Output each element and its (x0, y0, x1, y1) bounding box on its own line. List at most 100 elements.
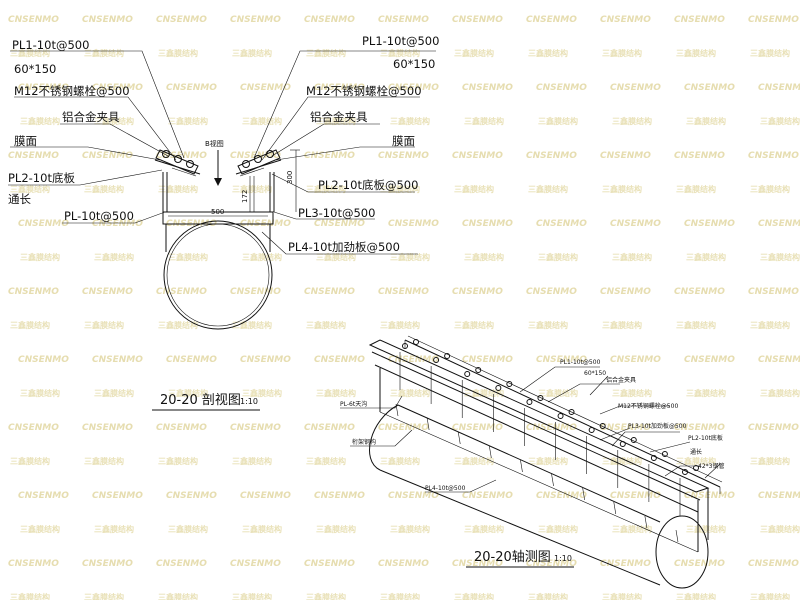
watermark-chinese: 三鑫膜结构 (84, 456, 124, 466)
watermark-latin: CNSENMO (452, 151, 503, 161)
watermark-latin: CNSENMO (92, 83, 143, 93)
watermark-chinese: 三鑫膜结构 (232, 48, 272, 58)
watermark-chinese: 三鑫膜结构 (612, 524, 652, 534)
watermark-latin: CNSENMO (526, 15, 577, 25)
watermark-latin: CNSENMO (684, 491, 735, 501)
watermark-latin: CNSENMO (536, 83, 587, 93)
watermark-latin: CNSENMO (536, 219, 587, 229)
watermark-chinese: 三鑫膜结构 (158, 48, 198, 58)
axo-scale: 1:10 (554, 554, 572, 563)
label-pl3-right: PL3-10t@500 (298, 206, 375, 220)
section-pipe-inner (166, 223, 270, 327)
watermark-latin: CNSENMO (610, 83, 661, 93)
watermark-chinese: 三鑫膜结构 (380, 48, 420, 58)
watermark-chinese: 三鑫膜结构 (84, 320, 124, 330)
watermark-latin: CNSENMO (378, 15, 429, 25)
label-pl4-right: PL4-10t加劲板@500 (288, 240, 400, 254)
watermark-latin: CNSENMO (674, 15, 725, 25)
watermark-chinese: 三鑫膜结构 (390, 116, 430, 126)
axo-label-truss: 桁架钢构 (352, 438, 376, 446)
watermark-chinese: 三鑫膜结构 (168, 252, 208, 262)
axo-bolt (433, 357, 440, 363)
watermark-chinese: 三鑫膜结构 (380, 320, 420, 330)
watermark-latin: CNSENMO (462, 491, 513, 501)
axo-bolt (537, 395, 544, 401)
axo-leaders (340, 366, 721, 493)
watermark-chinese: 三鑫膜结构 (10, 592, 50, 600)
axo-fins (395, 352, 681, 543)
watermark-latin: CNSENMO (536, 491, 587, 501)
label-pl1-left: PL1-10t@500 (12, 38, 89, 52)
section-view: B视图 500 300 172 PL1-10t@500 (8, 34, 439, 411)
watermark-chinese: 三鑫膜结构 (538, 524, 578, 534)
watermark-chinese: 三鑫膜结构 (94, 252, 134, 262)
watermark-chinese: 三鑫膜结构 (676, 456, 716, 466)
watermark-chinese: 三鑫膜结构 (20, 524, 60, 534)
watermark-latin: CNSENMO (526, 287, 577, 297)
axo-label-clamp: 铝合金夹具 (606, 376, 636, 384)
watermark-latin: CNSENMO (600, 15, 651, 25)
axo-truss-leg (457, 431, 461, 445)
watermark-latin: CNSENMO (156, 423, 207, 433)
watermark-latin: CNSENMO (230, 559, 281, 569)
axo-truss-leg (426, 417, 430, 431)
watermark-chinese: 三鑫膜结构 (94, 388, 134, 398)
watermark-latin: CNSENMO (18, 219, 69, 229)
section-leaders-right (253, 50, 436, 255)
watermark-latin: CNSENMO (748, 287, 799, 297)
watermark-chinese: 三鑫膜结构 (528, 456, 568, 466)
watermark-chinese: 三鑫膜结构 (686, 252, 726, 262)
watermark-latin: CNSENMO (758, 491, 800, 501)
watermark-chinese: 三鑫膜结构 (750, 48, 790, 58)
dim-width: 500 (211, 208, 224, 216)
watermark-latin: CNSENMO (748, 151, 799, 161)
axo-label-gutter: PL-6t天沟 (340, 400, 367, 408)
watermark-latin: CNSENMO (304, 559, 355, 569)
watermark-chinese: 三鑫膜结构 (232, 320, 272, 330)
watermark-chinese: 三鑫膜结构 (158, 592, 198, 600)
watermark-latin: CNSENMO (8, 423, 59, 433)
axo-title: 20-20轴测图 (474, 550, 551, 565)
watermark-chinese: 三鑫膜结构 (676, 184, 716, 194)
watermark-latin: CNSENMO (462, 219, 513, 229)
label-pl1-right: PL1-10t@500 (362, 34, 439, 48)
watermark-latin: CNSENMO (314, 355, 365, 365)
watermark-chinese: 三鑫膜结构 (750, 320, 790, 330)
label-bolt-left: M12不锈钢螺栓@500 (14, 84, 130, 98)
axo-bolt (588, 427, 595, 433)
watermark-latin: CNSENMO (526, 151, 577, 161)
watermark-chinese: 三鑫膜结构 (158, 184, 198, 194)
watermark-chinese: 三鑫膜结构 (232, 456, 272, 466)
watermark-chinese: 三鑫膜结构 (168, 116, 208, 126)
watermark-chinese: 三鑫膜结构 (390, 524, 430, 534)
watermark-latin: CNSENMO (156, 15, 207, 25)
label-size-right: 60*150 (393, 57, 435, 71)
watermark-latin: CNSENMO (378, 287, 429, 297)
axo-truss-leg (520, 459, 523, 473)
watermark-chinese: 三鑫膜结构 (602, 184, 642, 194)
watermark-chinese: 三鑫膜结构 (750, 184, 790, 194)
label-size-left: 60*150 (14, 62, 56, 76)
watermark-latin: CNSENMO (674, 287, 725, 297)
axo-truss-leg (489, 445, 492, 459)
section-clamp-left (154, 149, 201, 177)
axo-bolt (619, 441, 626, 447)
watermark-chinese: 三鑫膜结构 (612, 116, 652, 126)
watermark-chinese: 三鑫膜结构 (464, 252, 504, 262)
watermark-chinese: 三鑫膜结构 (528, 184, 568, 194)
watermark-latin: CNSENMO (378, 151, 429, 161)
section-pipe-outer (163, 220, 273, 330)
watermark-chinese: 三鑫膜结构 (538, 252, 578, 262)
watermark-latin: CNSENMO (18, 83, 69, 93)
section-title: 20-20 剖视图 (160, 393, 241, 408)
watermark-latin: CNSENMO (536, 355, 587, 365)
watermark-chinese: 三鑫膜结构 (676, 320, 716, 330)
watermark-chinese: 三鑫膜结构 (464, 116, 504, 126)
watermark-latin: CNSENMO (758, 355, 800, 365)
axo-bolt (568, 409, 575, 415)
watermark-layer: CNSENMO 三鑫膜结构 CNSENMO 三鑫膜结构 CNSENMO 三鑫膜结构 CNSE… (8, 15, 800, 600)
axo-bolt (444, 353, 451, 359)
watermark-latin: CNSENMO (674, 151, 725, 161)
watermark-chinese: 三鑫膜结构 (612, 252, 652, 262)
